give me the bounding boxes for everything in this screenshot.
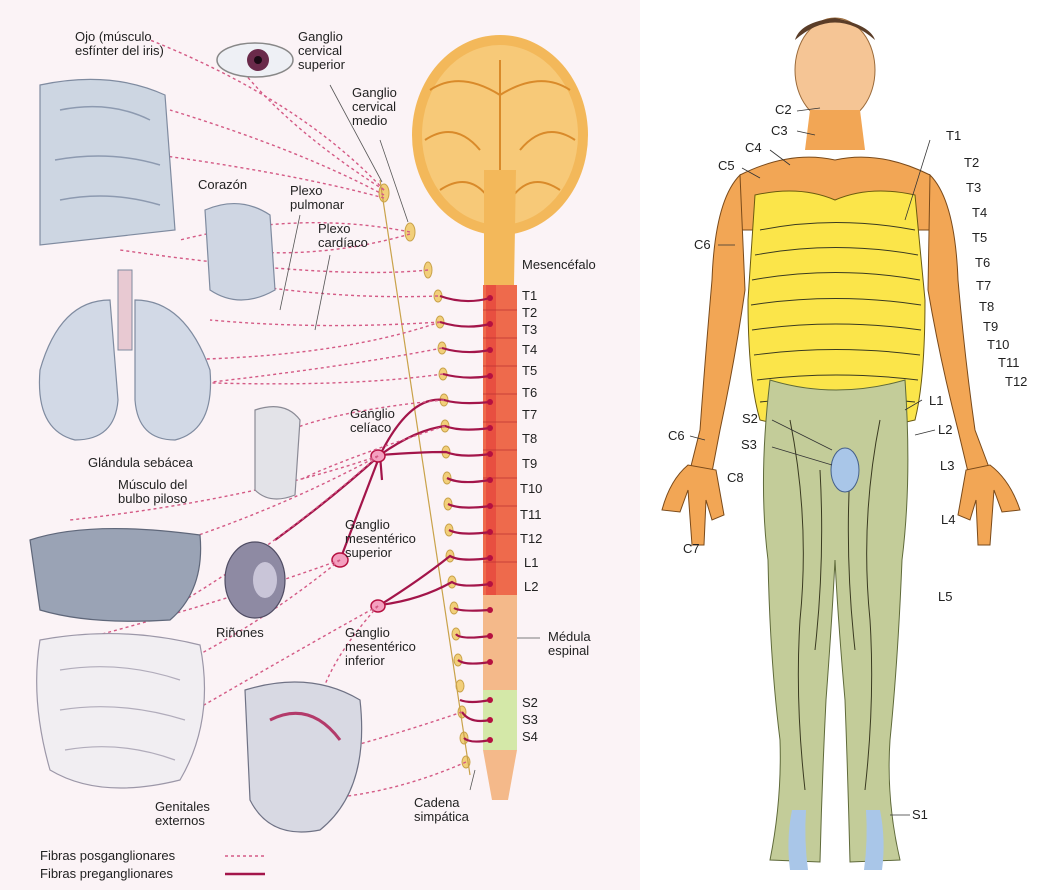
dermatome-label: T2 [964, 155, 979, 170]
celiac-ganglion-label: Ganglio celíaco [350, 407, 395, 435]
superior-cervical-ganglion-label: Ganglio cervical superior [298, 30, 345, 72]
sympathetic-chain-label: Cadena simpática [414, 796, 469, 824]
segment-label: T10 [520, 481, 542, 496]
dermatome-label: L1 [929, 393, 943, 408]
sympathetic-chain [379, 180, 470, 775]
dermatome-label: C7 [683, 541, 700, 556]
segment-label: S2 [522, 695, 538, 710]
dermatome-label: L5 [938, 589, 952, 604]
segment-label: S4 [522, 729, 538, 744]
dermatome-label: T8 [979, 299, 994, 314]
eye-label: Ojo (músculo esfínter del iris) [75, 30, 164, 58]
dermatome-label: C3 [771, 123, 788, 138]
legend-preganglionic: Fibras preganglionares [40, 867, 173, 881]
dermatome-label: C8 [727, 470, 744, 485]
legend-postganglionic: Fibras posganglionares [40, 849, 175, 863]
dermatome-label: T5 [972, 230, 987, 245]
spinal-cord [483, 170, 517, 800]
segment-label: T3 [522, 322, 537, 337]
dermatome-label: T11 [998, 355, 1019, 370]
segment-label: T11 [520, 507, 541, 522]
segment-label: L2 [524, 579, 538, 594]
intestine-illustration [37, 634, 205, 788]
segment-label: T2 [522, 305, 537, 320]
dermatome-label: T9 [983, 319, 998, 334]
dermatome-label: T12 [1005, 374, 1027, 389]
segment-label: L1 [524, 555, 538, 570]
head-section-illustration [40, 79, 175, 245]
dermatome-label: L2 [938, 422, 952, 437]
lungs-illustration [39, 270, 210, 440]
dermatome-label: S2 [742, 411, 758, 426]
dermatome-label: T6 [975, 255, 990, 270]
segment-label: T1 [522, 288, 537, 303]
heart-illustration [205, 204, 275, 300]
dermatome-label: S1 [912, 807, 928, 822]
segment-label: T12 [520, 531, 542, 546]
segment-label: T9 [522, 456, 537, 471]
pulmonary-plexus-label: Plexo pulmonar [290, 184, 344, 212]
dermatome-label: S3 [741, 437, 757, 452]
segment-label: T5 [522, 363, 537, 378]
dermatome-body [662, 18, 1020, 870]
kidneys-label: Riñones [216, 626, 264, 640]
spinal-cord-label: Médula espinal [548, 630, 591, 658]
dermatome-label: T4 [972, 205, 987, 220]
superior-mesenteric-ganglion-label: Ganglio mesentérico superior [345, 518, 416, 560]
dermatome-label: L4 [941, 512, 955, 527]
liver-illustration [30, 529, 201, 622]
segment-label: T8 [522, 431, 537, 446]
eye-illustration [217, 43, 293, 77]
segment-label: T4 [522, 342, 537, 357]
cardiac-plexus-label: Plexo cardíaco [318, 222, 368, 250]
dermatome-label: C6 [668, 428, 685, 443]
midbrain-label: Mesencéfalo [522, 258, 596, 272]
sebaceous-gland-label: Glándula sebácea [88, 456, 193, 470]
dermatome-label: L3 [940, 458, 954, 473]
genitals-illustration [245, 682, 362, 832]
dermatome-label: C4 [745, 140, 762, 155]
dermatome-label: C5 [718, 158, 735, 173]
skin-illustration [255, 407, 300, 499]
dermatome-label: C6 [694, 237, 711, 252]
dermatome-label: T3 [966, 180, 981, 195]
heart-label: Corazón [198, 178, 247, 192]
middle-cervical-ganglion-label: Ganglio cervical medio [352, 86, 397, 128]
kidney-illustration [225, 542, 285, 618]
inferior-mesenteric-ganglion-label: Ganglio mesentérico inferior [345, 626, 416, 668]
genitals-label: Genitales externos [155, 800, 210, 828]
dermatome-label: T1 [946, 128, 961, 143]
segment-label: T6 [522, 385, 537, 400]
dermatome-label: T7 [976, 278, 991, 293]
segment-label: S3 [522, 712, 538, 727]
dermatome-label: T10 [987, 337, 1009, 352]
segment-label: T7 [522, 407, 537, 422]
dermatome-label: C2 [775, 102, 792, 117]
piloerector-muscle-label: Músculo del bulbo piloso [118, 478, 187, 506]
